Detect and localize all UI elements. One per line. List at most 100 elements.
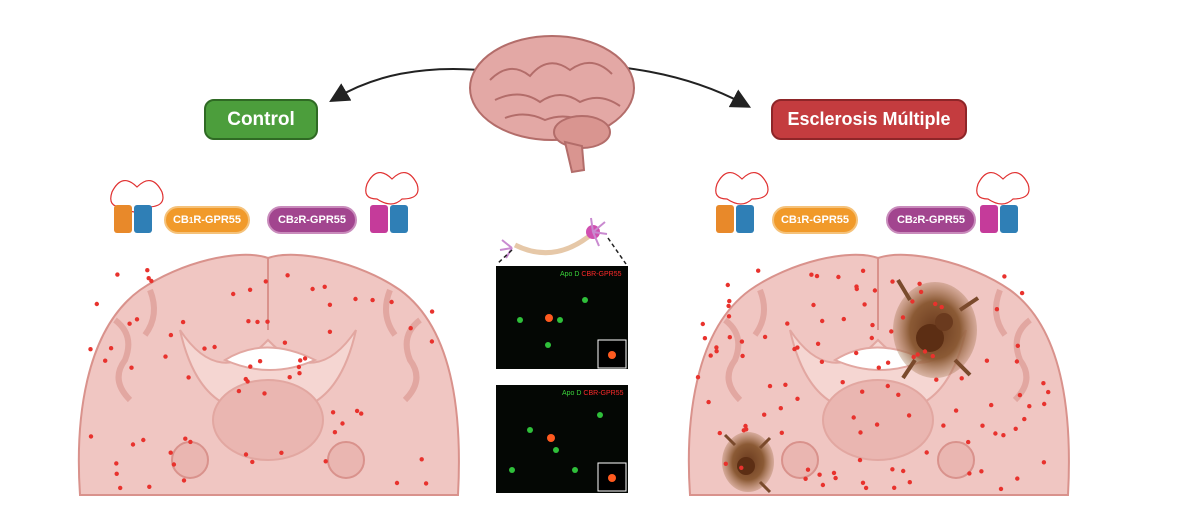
receptor-dimer-icon bbox=[365, 172, 419, 233]
punctum bbox=[282, 340, 288, 345]
punctum bbox=[836, 274, 841, 280]
punctum bbox=[941, 423, 946, 428]
punctum bbox=[858, 430, 863, 435]
punctum bbox=[809, 272, 814, 277]
punctum bbox=[918, 289, 924, 295]
punctum bbox=[202, 346, 207, 351]
punctum bbox=[900, 315, 906, 320]
punctum bbox=[1041, 460, 1047, 465]
punctum bbox=[243, 376, 248, 382]
micro-punctum bbox=[597, 412, 603, 418]
punctum bbox=[94, 301, 100, 307]
control-brain-section bbox=[77, 253, 460, 496]
punctum bbox=[255, 319, 260, 325]
punctum bbox=[322, 284, 327, 289]
punctum bbox=[993, 431, 998, 436]
punctum bbox=[115, 272, 120, 277]
punctum bbox=[727, 298, 732, 304]
punctum bbox=[149, 278, 154, 284]
punctum bbox=[994, 307, 1000, 312]
punctum bbox=[236, 388, 242, 394]
punctum bbox=[263, 279, 268, 284]
control-label: Control bbox=[204, 99, 318, 140]
neuron-icon bbox=[499, 217, 608, 259]
punctum bbox=[885, 360, 891, 365]
punctum bbox=[130, 442, 136, 447]
punctum bbox=[762, 412, 767, 417]
punctum bbox=[389, 299, 394, 305]
punctum bbox=[231, 291, 236, 297]
punctum bbox=[127, 321, 132, 326]
micrograph-top-label: Apo D CBR-GPR55 bbox=[560, 271, 622, 278]
punctum bbox=[429, 339, 435, 344]
punctum bbox=[419, 457, 424, 462]
punctum bbox=[168, 450, 173, 455]
lesion-icon bbox=[722, 432, 774, 494]
punctum bbox=[108, 346, 114, 351]
micro-punctum bbox=[582, 297, 588, 303]
punctum bbox=[1013, 426, 1018, 431]
punctum bbox=[1041, 381, 1046, 386]
punctum bbox=[922, 349, 928, 354]
punctum bbox=[854, 286, 859, 292]
punctum bbox=[851, 415, 856, 420]
punctum bbox=[332, 430, 338, 435]
punctum bbox=[896, 392, 901, 397]
punctum bbox=[394, 480, 400, 486]
punctum bbox=[860, 480, 866, 485]
punctum bbox=[330, 410, 336, 415]
disease-label: Esclerosis Múltiple bbox=[771, 99, 967, 140]
punctum bbox=[714, 345, 719, 350]
receptor-dimer-icon bbox=[715, 172, 769, 233]
punctum bbox=[906, 413, 912, 418]
punctum bbox=[168, 332, 174, 338]
punctum bbox=[327, 302, 333, 307]
punctum bbox=[901, 468, 906, 474]
punctum bbox=[147, 484, 152, 489]
punctum bbox=[814, 273, 820, 279]
receptor-dimer-icon bbox=[110, 180, 164, 233]
punctum bbox=[726, 303, 731, 309]
punctum bbox=[876, 365, 881, 370]
punctum bbox=[353, 296, 358, 302]
punctum bbox=[1015, 476, 1020, 481]
punctum bbox=[869, 335, 874, 341]
punctum bbox=[819, 359, 825, 364]
punctum bbox=[980, 423, 985, 428]
punctum bbox=[327, 329, 333, 334]
punctum bbox=[247, 287, 253, 292]
punctum bbox=[860, 268, 866, 273]
punctum bbox=[815, 341, 821, 346]
punctum bbox=[785, 321, 790, 326]
punctum bbox=[820, 482, 826, 488]
punctum bbox=[1017, 392, 1023, 398]
punctum bbox=[302, 356, 308, 361]
receptor-dimer-icon bbox=[976, 172, 1030, 233]
punctum bbox=[181, 478, 187, 483]
punctum bbox=[103, 358, 108, 363]
punctum bbox=[989, 402, 994, 408]
punctum bbox=[146, 276, 151, 281]
punctum bbox=[134, 317, 140, 322]
punctum bbox=[740, 353, 745, 359]
punctum bbox=[795, 345, 800, 350]
micro-colocalized-punctum bbox=[608, 351, 616, 359]
punctum bbox=[778, 406, 783, 411]
micrograph-bottom-label: Apo D CBR-GPR55 bbox=[562, 390, 624, 397]
punctum bbox=[756, 268, 761, 273]
punctum bbox=[984, 358, 990, 363]
punctum bbox=[872, 288, 878, 293]
punctum bbox=[723, 461, 728, 466]
punctum bbox=[695, 375, 701, 380]
punctum bbox=[212, 344, 217, 350]
punctum bbox=[890, 467, 895, 472]
punctum bbox=[1014, 359, 1020, 364]
punctum bbox=[779, 430, 784, 435]
punctum bbox=[1015, 343, 1020, 348]
punctum bbox=[959, 376, 964, 381]
punctum bbox=[257, 359, 263, 364]
